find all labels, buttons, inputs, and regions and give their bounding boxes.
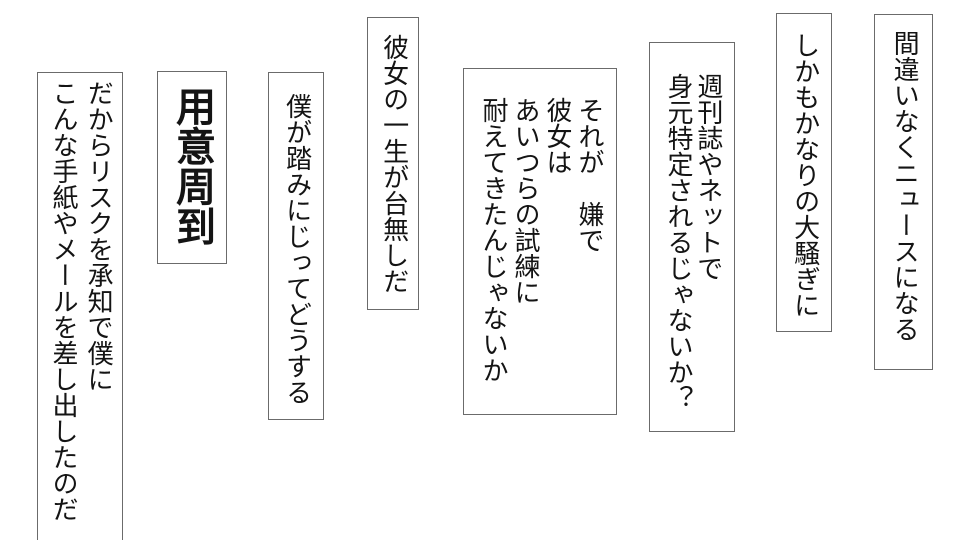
speech-box-risk: だからリスクを承知で僕に こんな手紙やメールを差し出したのだ: [37, 72, 123, 540]
speech-box-meticulous-text: 用意周到: [169, 86, 215, 246]
speech-box-life-ruined: 彼女の一生が台無しだ: [367, 17, 419, 310]
speech-box-uproar-text: しかもかなりの大騒ぎに: [789, 32, 820, 318]
speech-box-news: 間違いなくニュースになる: [874, 14, 933, 370]
speech-box-endured-text: それが 嫌で 彼女は あいつらの試練に 耐えてきたんじゃないか: [478, 97, 604, 383]
speech-box-trample-text: 僕が踏みにじってどうする: [281, 93, 312, 405]
speech-box-trample: 僕が踏みにじってどうする: [268, 72, 324, 420]
speech-box-uproar: しかもかなりの大騒ぎに: [776, 13, 832, 332]
speech-box-risk-text: だからリスクを承知で僕に こんな手紙やメールを差し出したのだ: [48, 80, 114, 522]
speech-box-meticulous: 用意周到: [157, 71, 227, 264]
speech-box-endured: それが 嫌で 彼女は あいつらの試練に 耐えてきたんじゃないか: [463, 68, 617, 415]
speech-box-life-ruined-text: 彼女の一生が台無しだ: [378, 34, 409, 294]
speech-box-tabloids-text: 週刊誌やネットで 身元特定されるじゃないか？: [663, 73, 723, 411]
speech-box-tabloids: 週刊誌やネットで 身元特定されるじゃないか？: [649, 42, 735, 432]
speech-box-news-text: 間違いなくニュースになる: [889, 30, 920, 342]
